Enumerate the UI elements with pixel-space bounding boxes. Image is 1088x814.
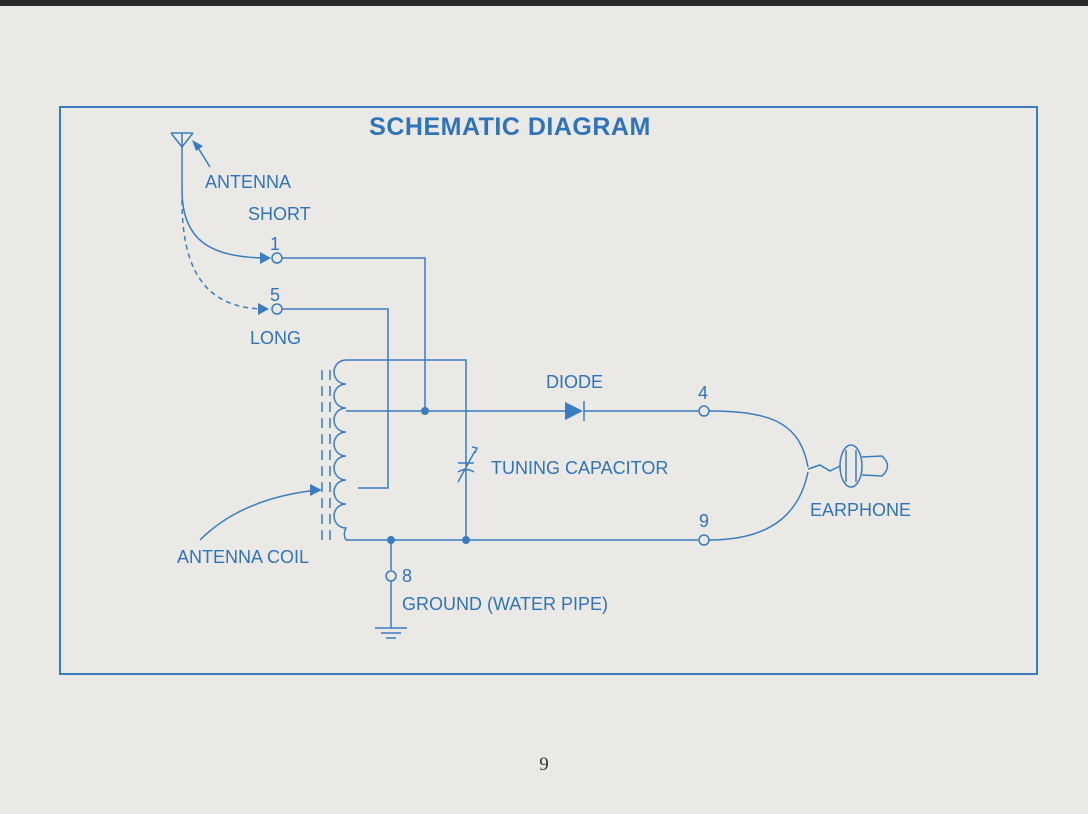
wire-coil-top <box>358 359 467 540</box>
terminal-4 <box>698 405 710 417</box>
earphone-cord <box>807 464 841 472</box>
label-short: SHORT <box>248 204 311 224</box>
antenna-icon <box>170 132 194 190</box>
junction-top <box>421 407 429 415</box>
terminal-4-label: 4 <box>698 383 709 403</box>
page-top-edge <box>0 0 1088 6</box>
diagram-title: SCHEMATIC DIAGRAM <box>369 113 651 141</box>
terminal-1-label: 1 <box>270 234 281 254</box>
terminal-8 <box>385 570 397 582</box>
junction-capacitor <box>462 536 470 544</box>
long-lead <box>181 199 267 310</box>
terminal-9-label: 9 <box>699 511 710 531</box>
short-lead <box>181 189 269 259</box>
terminal-9 <box>698 534 710 546</box>
diagram-frame <box>59 106 1038 675</box>
label-long: LONG <box>250 328 302 348</box>
antenna-pointer <box>196 145 211 168</box>
coil-windings <box>333 359 358 541</box>
wire-terminal-5 <box>282 308 389 489</box>
label-earphone: EARPHONE <box>810 500 912 520</box>
ground-icon <box>375 627 407 639</box>
label-ground: GROUND (WATER PIPE) <box>402 594 608 614</box>
terminal-5-label: 5 <box>270 285 281 305</box>
wire-terminal-1 <box>282 257 426 411</box>
label-tuning-capacitor: TUNING CAPACITOR <box>491 458 669 478</box>
page-number: 9 <box>539 754 549 775</box>
earphone-lead-top <box>708 410 809 468</box>
label-antenna: ANTENNA <box>205 172 292 192</box>
label-diode: DIODE <box>546 372 604 392</box>
coil-pointer <box>199 489 319 541</box>
earphone-icon <box>839 444 889 488</box>
label-antenna-coil: ANTENNA COIL <box>177 547 310 567</box>
diode-icon <box>565 401 585 421</box>
tuning-capacitor-icon <box>457 446 479 483</box>
earphone-lead-bottom <box>708 471 809 541</box>
terminal-8-label: 8 <box>402 566 413 586</box>
